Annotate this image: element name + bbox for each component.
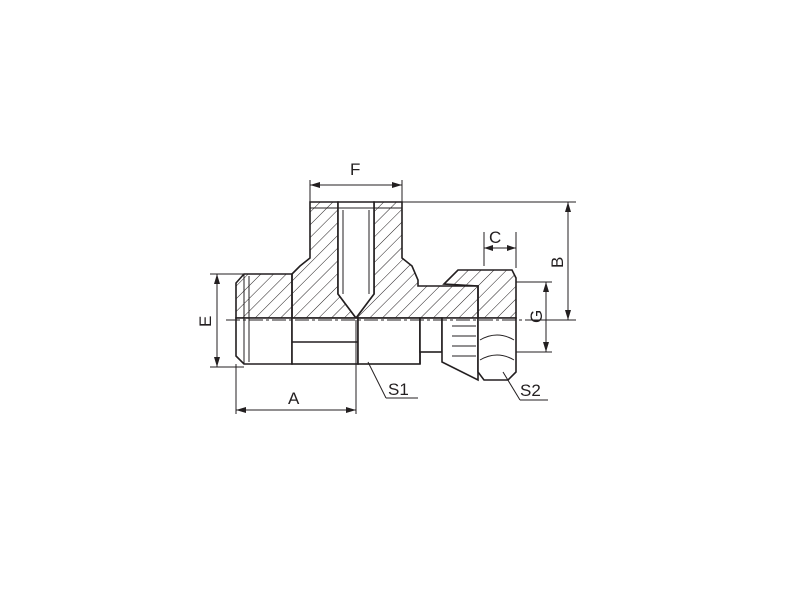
- swivel-nut: [441, 269, 517, 382]
- left-thread-end: [235, 273, 293, 365]
- tee-body-section: [291, 201, 479, 320]
- dimension-b: [402, 201, 576, 321]
- label-s1: S1: [388, 380, 409, 399]
- label-c: C: [489, 228, 501, 247]
- dimension-e: [210, 273, 244, 368]
- leader-s2: [502, 371, 548, 401]
- dimension-g: [516, 281, 552, 353]
- tee-body-lower: [291, 317, 443, 365]
- label-g: G: [527, 310, 546, 323]
- label-e: E: [196, 316, 215, 327]
- label-a: A: [288, 389, 300, 408]
- dimension-c: [483, 232, 517, 268]
- label-f: F: [350, 160, 360, 179]
- leader-s1: [367, 361, 418, 399]
- dimension-f: [309, 180, 403, 202]
- label-s2: S2: [520, 381, 541, 400]
- dimension-a: [235, 320, 357, 414]
- label-b: B: [548, 257, 567, 268]
